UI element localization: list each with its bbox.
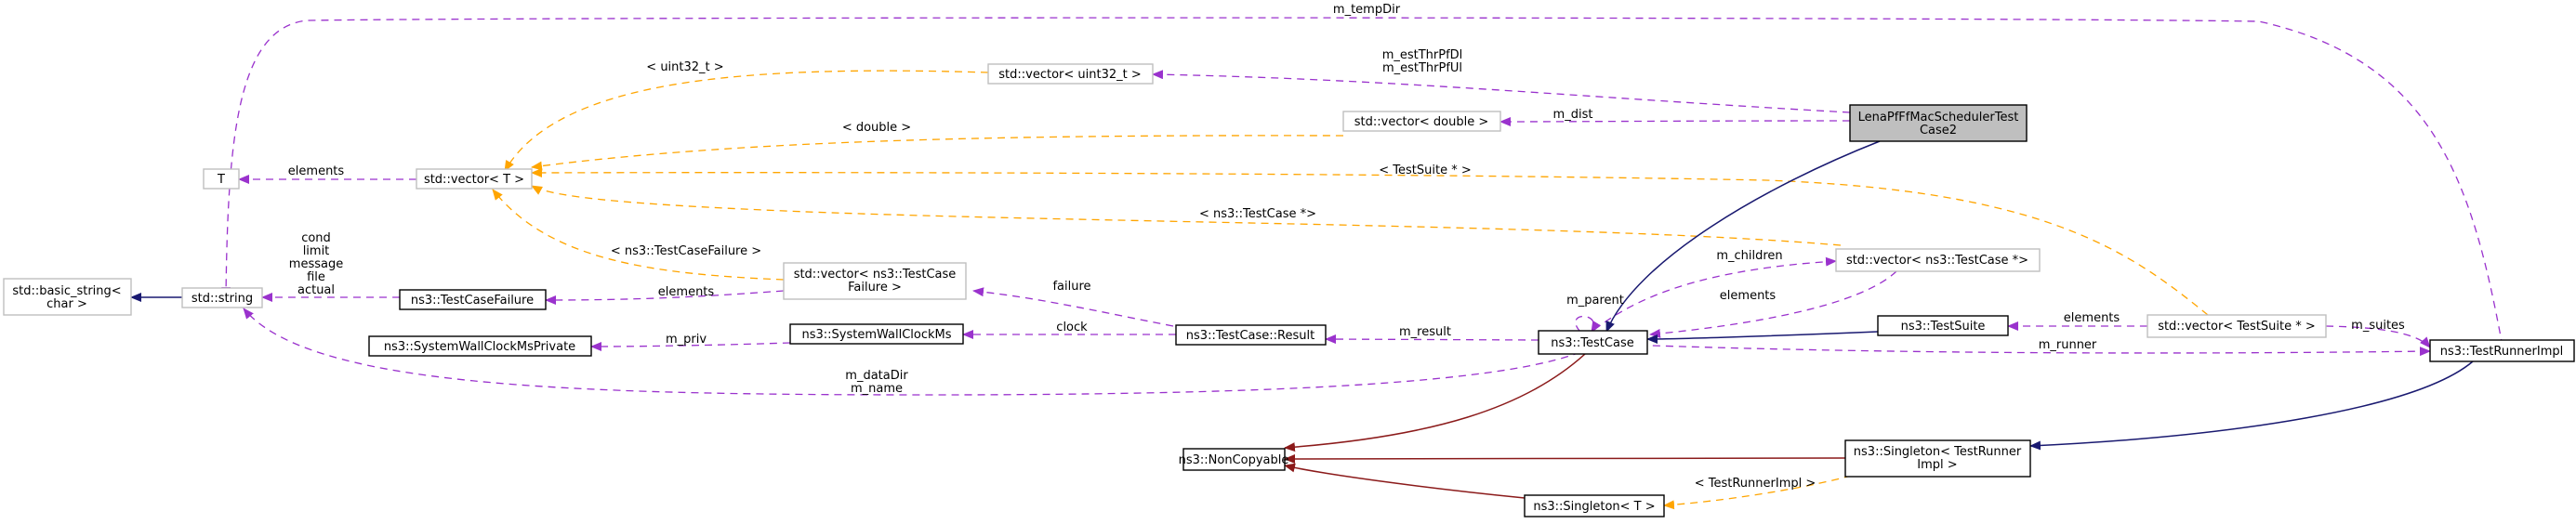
edge-vec-ts-to-vec-t — [531, 167, 2209, 316]
edge-main-to-testcase — [1605, 140, 1881, 333]
node-t[interactable]: T — [203, 168, 240, 190]
edge-singleton-t-to-noncopyable — [1284, 463, 1526, 499]
svg-text:ns3::SystemWallClockMs: ns3::SystemWallClockMs — [801, 328, 951, 342]
edge-testcase-to-noncopyable — [1284, 353, 1586, 452]
edge-testsuite-to-testcase — [1646, 331, 1879, 344]
label-m-parent: m_parent — [1566, 294, 1624, 308]
label-m-priv: m_priv — [666, 333, 707, 347]
svg-text:ns3::TestSuite: ns3::TestSuite — [1901, 320, 1986, 334]
node-testcase[interactable]: ns3::TestCase — [1538, 330, 1648, 355]
edge-elements-tcf — [545, 290, 785, 305]
label-elements-ts: elements — [2064, 311, 2120, 325]
node-noncopyable[interactable]: ns3::NonCopyable — [1179, 448, 1289, 471]
label-m-suites: m_suites — [2351, 319, 2405, 333]
label-m-tempdir: m_tempDir — [1333, 3, 1401, 17]
label-failure: failure — [1052, 280, 1090, 294]
edge-m-priv — [590, 341, 791, 351]
label-elements-tc: elements — [1720, 289, 1777, 303]
node-systemwallclockms[interactable]: ns3::SystemWallClockMs — [789, 323, 964, 345]
svg-text:std::vector< double >: std::vector< double > — [1354, 115, 1488, 129]
edge-m-parent — [1575, 315, 1601, 333]
svg-text:std::vector< ns3::TestCaseFail: std::vector< ns3::TestCaseFailure > — [794, 268, 957, 295]
svg-text:T: T — [217, 173, 225, 187]
edge-singleton-tri-to-noncopyable — [1284, 453, 1846, 464]
label-uint32-tpl: < uint32_t > — [646, 60, 723, 74]
node-vector-t[interactable]: std::vector< T > — [416, 168, 533, 190]
svg-text:std::basic_string<char >: std::basic_string<char > — [12, 284, 121, 311]
svg-text:std::vector< uint32_t >: std::vector< uint32_t > — [998, 68, 1142, 82]
edge-m-suites — [2325, 325, 2431, 348]
svg-text:std::vector< T >: std::vector< T > — [424, 173, 524, 187]
svg-text:std::vector< ns3::TestCase *>: std::vector< ns3::TestCase *> — [1846, 254, 2028, 268]
label-double-tpl: < double > — [842, 121, 911, 135]
node-singleton-t[interactable]: ns3::Singleton< T > — [1524, 494, 1665, 517]
svg-text:ns3::NonCopyable: ns3::NonCopyable — [1179, 453, 1289, 467]
edge-m-tempdir — [221, 17, 2503, 347]
edge-m-datadir — [243, 308, 1581, 396]
label-clock: clock — [1056, 321, 1088, 334]
edge-m-runner — [1626, 344, 2431, 357]
edge-vec-double-to-vec-t — [531, 135, 1344, 171]
svg-text:std::vector< TestSuite * >: std::vector< TestSuite * > — [2158, 320, 2316, 334]
label-testsuite-ptr-tpl: < TestSuite * > — [1379, 164, 1471, 177]
node-testrunnerimpl[interactable]: ns3::TestRunnerImpl — [2429, 339, 2575, 362]
svg-text:ns3::TestRunnerImpl: ns3::TestRunnerImpl — [2440, 345, 2564, 359]
svg-text:ns3::SystemWallClockMsPrivate: ns3::SystemWallClockMsPrivate — [384, 340, 575, 354]
edge-vec-uint32-to-vec-t — [504, 70, 989, 172]
node-basic-string[interactable]: std::basic_string<char > — [3, 278, 132, 316]
label-elements-t: elements — [288, 164, 345, 178]
node-vector-testcase-ptr[interactable]: std::vector< ns3::TestCase *> — [1835, 248, 2041, 272]
edge-m-dist — [1499, 116, 1851, 126]
label-elements-tcf: elements — [658, 285, 715, 299]
edge-runnerimpl-to-singleton-tri — [2029, 360, 2474, 451]
node-testsuite[interactable]: ns3::TestSuite — [1877, 315, 2009, 336]
node-vector-double[interactable]: std::vector< double > — [1342, 111, 1501, 132]
node-vector-testsuite-ptr[interactable]: std::vector< TestSuite * > — [2147, 314, 2327, 338]
label-testcasefailure-tpl: < ns3::TestCaseFailure > — [611, 244, 761, 258]
label-m-runner: m_runner — [2039, 338, 2097, 352]
svg-text:ns3::TestCase::Result: ns3::TestCase::Result — [1186, 329, 1314, 343]
svg-text:std::string: std::string — [192, 292, 253, 306]
edge-m-est — [1152, 70, 1851, 113]
edge-m-children — [1593, 256, 1837, 331]
label-testcase-ptr-tpl: < ns3::TestCase *> — [1199, 207, 1316, 221]
label-testrunnerimpl-tpl: < TestRunnerImpl > — [1695, 477, 1816, 491]
edge-failure — [972, 287, 1174, 327]
svg-text:ns3::TestCaseFailure: ns3::TestCaseFailure — [411, 294, 534, 308]
node-systemwallclockms-private[interactable]: ns3::SystemWallClockMsPrivate — [368, 335, 592, 357]
svg-text:ns3::Singleton< T >: ns3::Singleton< T > — [1533, 500, 1655, 514]
svg-text:ns3::Singleton< TestRunnerImpl: ns3::Singleton< TestRunnerImpl > — [1854, 445, 2022, 472]
edge-elements-tc — [1649, 270, 1897, 338]
node-vector-uint32[interactable]: std::vector< uint32_t > — [987, 63, 1154, 85]
svg-text:ns3::TestCase: ns3::TestCase — [1551, 336, 1633, 350]
node-string[interactable]: std::string — [181, 287, 263, 308]
edge-vec-tcf-to-vec-t — [492, 189, 785, 281]
node-testcase-result[interactable]: ns3::TestCase::Result — [1175, 324, 1327, 346]
node-testcasefailure[interactable]: ns3::TestCaseFailure — [399, 289, 547, 310]
edge-m-result — [1325, 334, 1539, 345]
edge-vec-tc-to-vec-t — [531, 185, 1842, 246]
label-m-result: m_result — [1399, 325, 1451, 339]
label-m-children: m_children — [1716, 249, 1782, 263]
label-m-dist: m_dist — [1553, 108, 1593, 122]
